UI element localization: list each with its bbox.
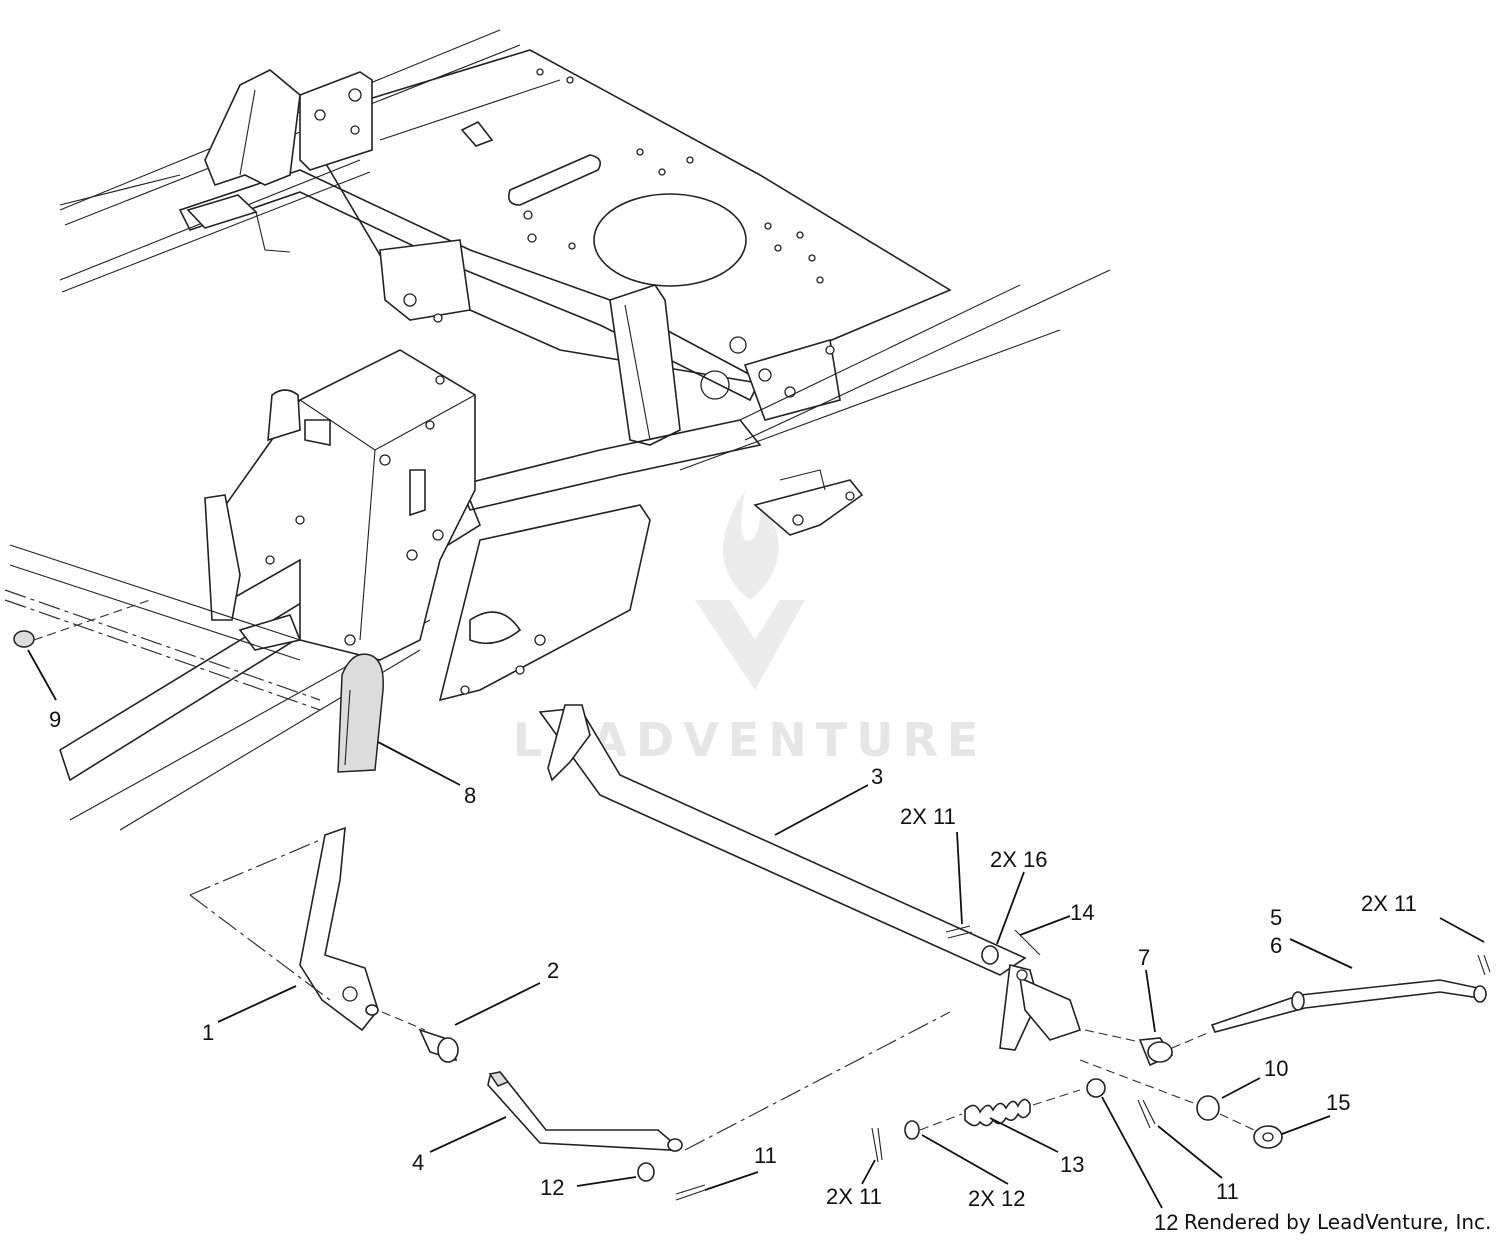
callout-12-left: 12 <box>540 1175 564 1200</box>
part-control-rod-4 <box>487 1011 951 1152</box>
callout-6: 6 <box>1270 933 1282 958</box>
part-pedal-pad-8 <box>337 653 384 773</box>
callout-8: 8 <box>464 783 476 808</box>
callout-7: 7 <box>1138 945 1150 970</box>
callout-labels: 1 2 3 4 5 6 7 8 9 10 2X 11 2X 16 14 2X 1… <box>49 707 1417 1235</box>
callout-1: 1 <box>202 1020 214 1045</box>
part-rod-5-6 <box>1210 979 1487 1033</box>
callout-2x-11-top: 2X 11 <box>900 804 956 829</box>
callout-15: 15 <box>1326 1090 1350 1115</box>
callout-11-right: 11 <box>1216 1179 1239 1204</box>
part-washers-12-16 <box>637 945 1106 1182</box>
part-pedal-arm-1 <box>189 826 379 1032</box>
callout-2x-12: 2X 12 <box>968 1186 1026 1211</box>
part-bushing-10 <box>1079 1059 1220 1121</box>
part-cotter-pins-11-14 <box>675 925 1491 1201</box>
part-shoulder-bolt-2 <box>381 1011 459 1063</box>
chassis-frame <box>4 29 1111 831</box>
callout-13: 13 <box>1060 1152 1084 1177</box>
part-spring-13 <box>919 1089 1081 1131</box>
part-washer-15 <box>1219 1113 1283 1149</box>
callout-11-left: 11 <box>754 1143 777 1168</box>
callout-2x-11-bottom: 2X 11 <box>826 1184 882 1209</box>
rendered-by-credit: Rendered by LeadVenture, Inc. <box>1184 1210 1491 1234</box>
callout-14: 14 <box>1070 900 1094 925</box>
part-bumper-9 <box>13 599 151 648</box>
part-cross-shaft-3 <box>538 704 1082 1051</box>
callout-9: 9 <box>49 707 61 732</box>
callout-4: 4 <box>412 1150 424 1175</box>
callout-2: 2 <box>547 958 559 983</box>
part-ferrule-7 <box>1084 1029 1211 1067</box>
callout-12-bottom: 12 <box>1154 1210 1178 1235</box>
callout-2x-11-right: 2X 11 <box>1361 891 1417 916</box>
callout-5: 5 <box>1270 905 1282 930</box>
leader-lines <box>27 649 1485 1209</box>
callout-2x-16: 2X 16 <box>990 847 1048 872</box>
flame-logo-icon <box>695 490 805 690</box>
callout-3: 3 <box>871 764 883 789</box>
callout-10: 10 <box>1264 1056 1288 1081</box>
